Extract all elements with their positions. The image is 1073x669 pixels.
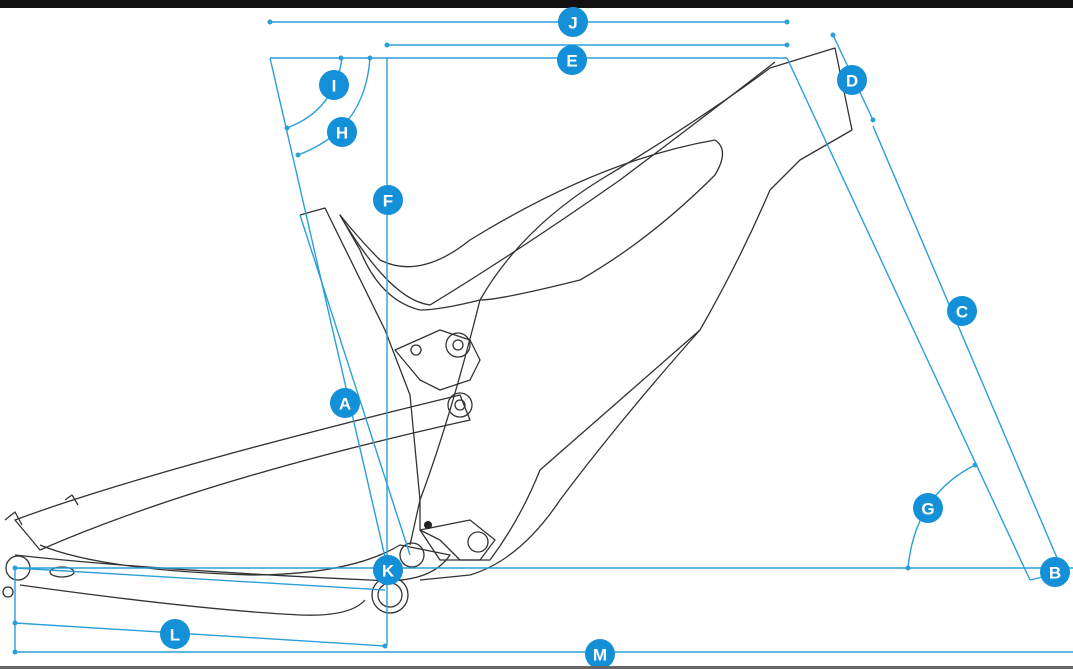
dim-l-line	[14, 622, 386, 647]
pivot-seatstay-inner	[454, 399, 466, 411]
label-m: M	[585, 639, 615, 669]
label-h: H	[327, 117, 357, 147]
chain-stay	[14, 544, 451, 582]
lower-link	[419, 519, 496, 561]
dimension-lines	[12, 19, 1073, 655]
seat-stay	[14, 394, 471, 551]
dim-c-line	[872, 125, 1064, 573]
pivot-small	[424, 521, 432, 529]
svg-text:B: B	[1049, 564, 1061, 583]
down-tube-lower	[419, 329, 701, 581]
svg-text:C: C	[956, 303, 968, 322]
head-tube-axis	[786, 57, 1031, 581]
svg-text:M: M	[593, 646, 607, 665]
label-l: L	[160, 619, 190, 649]
top-bar	[0, 0, 1073, 8]
dim-h-arc	[297, 57, 371, 156]
dim-a-line	[269, 57, 389, 571]
svg-text:E: E	[566, 52, 577, 71]
svg-text:A: A	[339, 395, 351, 414]
front-triangle	[419, 47, 853, 561]
bike-frame	[2, 47, 853, 616]
label-d: D	[837, 65, 867, 95]
pivot-lower	[467, 531, 489, 553]
seat-tube-axis	[299, 214, 411, 556]
svg-text:K: K	[382, 562, 395, 581]
chainstay-axis	[14, 567, 386, 591]
label-e: E	[557, 45, 587, 75]
dim-i-arc	[286, 57, 343, 129]
bottom-bar	[0, 666, 1073, 669]
bottom-bracket-inner	[377, 582, 403, 608]
derailleur-hanger	[2, 586, 14, 598]
front-triangle-inner	[339, 139, 724, 311]
chain-stay-lower	[19, 584, 366, 616]
label-j: J	[558, 7, 588, 37]
label-b: B	[1040, 557, 1070, 587]
seatstay-bridge	[64, 494, 79, 506]
pivot-seatstay	[447, 392, 473, 418]
pivot-main	[399, 542, 425, 568]
label-g: G	[913, 493, 943, 523]
label-a: A	[330, 388, 360, 418]
top-tube	[339, 61, 776, 306]
label-k: K	[373, 555, 403, 585]
svg-text:H: H	[336, 124, 348, 143]
svg-text:I: I	[332, 77, 337, 96]
seat-tube	[299, 207, 421, 546]
label-c: C	[947, 296, 977, 326]
brake-mount	[4, 511, 23, 526]
svg-text:F: F	[383, 192, 393, 211]
pivot-upper-inner	[452, 339, 464, 351]
svg-text:D: D	[846, 72, 858, 91]
label-i: I	[319, 70, 349, 100]
pivot-upper	[445, 332, 471, 358]
svg-text:L: L	[170, 626, 180, 645]
svg-text:G: G	[921, 500, 934, 519]
rocker-link	[394, 329, 481, 391]
label-f: F	[373, 185, 403, 215]
pivot-rocker	[410, 344, 422, 356]
svg-text:J: J	[568, 14, 577, 33]
